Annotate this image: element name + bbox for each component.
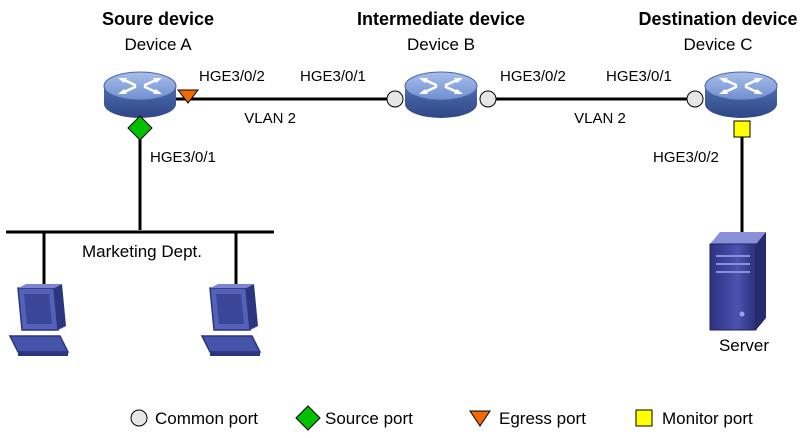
port-label-c-down: HGE3/0/2 <box>653 149 719 166</box>
device-b-router-icon[interactable] <box>403 70 479 120</box>
legend-egress-port-label: Egress port <box>499 409 586 428</box>
port-label-b-left: HGE3/0/1 <box>300 68 366 85</box>
common-port-marker-b-left[interactable] <box>386 90 404 108</box>
legend: Common port Source port Egress port Moni… <box>130 405 753 431</box>
vlan-label-a-b: VLAN 2 <box>244 110 296 127</box>
device-b-name-label: Device B <box>407 35 475 54</box>
legend-source-port-swatch <box>295 405 321 431</box>
port-label-a-down: HGE3/0/1 <box>150 149 216 166</box>
egress-port-marker-a[interactable] <box>176 89 200 104</box>
legend-egress-port-swatch <box>469 410 491 427</box>
device-a-role-label: Soure device <box>102 9 214 29</box>
port-label-a-right: HGE3/0/2 <box>199 68 265 85</box>
common-port-marker-c-left[interactable] <box>686 90 704 108</box>
pc-icon-2[interactable] <box>201 283 261 357</box>
legend-monitor-port-label: Monitor port <box>662 409 753 428</box>
legend-monitor-port-swatch <box>635 409 653 427</box>
device-a-name-label: Device A <box>124 35 192 54</box>
device-c-role-label: Destination device <box>638 9 797 29</box>
port-label-c-left: HGE3/0/1 <box>606 68 672 85</box>
server-label: Server <box>719 336 769 355</box>
vlan-label-b-c: VLAN 2 <box>574 110 626 127</box>
legend-common-port-label: Common port <box>155 409 258 428</box>
device-c-name-label: Device C <box>684 35 753 54</box>
server-icon[interactable] <box>709 232 766 331</box>
pc-icon-1[interactable] <box>9 283 69 357</box>
monitor-port-marker-c[interactable] <box>733 120 751 138</box>
device-c-router-icon[interactable] <box>703 70 779 120</box>
common-port-marker-b-right[interactable] <box>479 90 497 108</box>
port-markers <box>127 89 751 141</box>
legend-source-port-label: Source port <box>325 409 413 428</box>
device-a-router-icon[interactable] <box>102 70 178 120</box>
source-port-marker-a[interactable] <box>127 115 153 141</box>
port-label-b-right: HGE3/0/2 <box>500 68 566 85</box>
legend-common-port-swatch <box>130 409 148 427</box>
lan-label: Marketing Dept. <box>82 242 202 261</box>
device-b-role-label: Intermediate device <box>357 9 525 29</box>
